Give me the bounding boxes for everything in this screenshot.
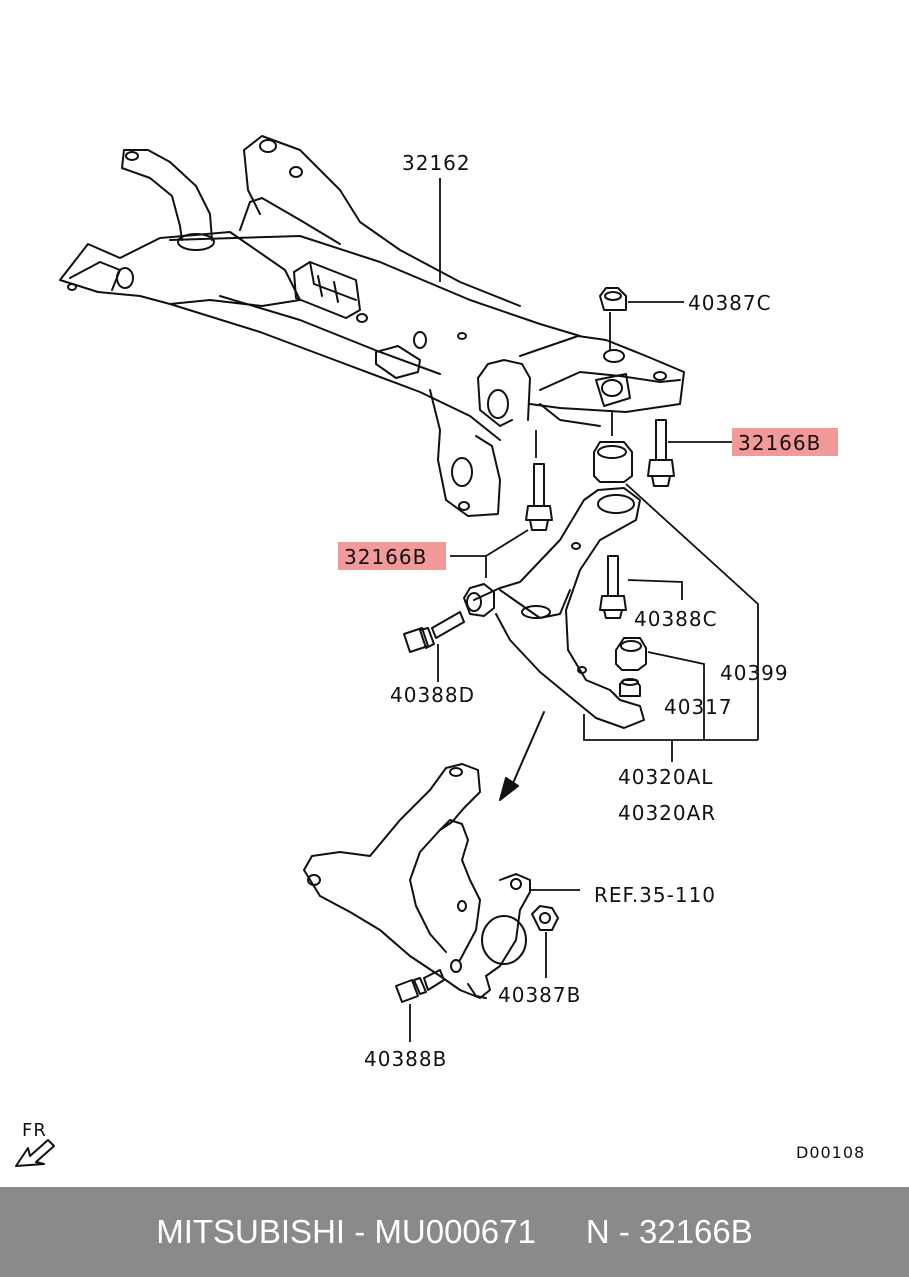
label-40320ar: 40320AR — [618, 801, 716, 825]
label-40387b: 40387B — [498, 983, 581, 1007]
bolt-40388d-drawing — [403, 611, 465, 653]
label-40388c: 40388C — [634, 607, 718, 631]
label-32166b-left: 32166B — [344, 545, 427, 569]
highlight-32166b-left — [338, 542, 446, 570]
assembly-arrow — [499, 711, 545, 801]
rear-bushing-drawing — [593, 441, 633, 483]
label-32166b-right: 32166B — [738, 431, 821, 455]
diagram-code: D00108 — [796, 1143, 865, 1162]
footer-ref-part: N - 32166B — [585, 1213, 753, 1250]
bolt-40388b-drawing — [395, 969, 445, 1003]
bolt-40388c-drawing — [599, 555, 627, 619]
nut-40317-drawing — [615, 637, 647, 671]
bolt-32166b-right-drawing — [647, 419, 675, 487]
lower-arm-drawing — [463, 487, 645, 729]
footer-brand-part: MITSUBISHI - MU000671 — [156, 1213, 536, 1250]
knuckle-drawing — [303, 763, 531, 999]
label-40320al: 40320AL — [618, 765, 713, 789]
nut-40387b-drawing — [531, 905, 559, 931]
label-40399: 40399 — [720, 661, 789, 685]
label-ref-35-110: REF.35-110 — [594, 883, 716, 907]
exploded-parts-diagram: 32162 40387C 32166B 32166B 40388C 40399 … — [15, 135, 865, 1167]
highlight-32166b-right — [732, 428, 838, 456]
fr-arrow-icon — [15, 1139, 55, 1167]
leader-lines — [409, 178, 759, 1042]
nut-40387c-drawing — [599, 287, 627, 311]
crossmember-drawing — [59, 135, 685, 517]
label-fr: FR — [22, 1120, 47, 1141]
bolt-32166b-left-drawing — [525, 463, 553, 531]
label-32162: 32162 — [402, 151, 471, 175]
label-40387c: 40387C — [688, 291, 772, 315]
footer-bar: MITSUBISHI - MU000671 N - 32166B — [0, 1187, 909, 1277]
label-40317: 40317 — [664, 695, 733, 719]
label-40388b: 40388B — [364, 1047, 447, 1071]
label-40388d: 40388D — [390, 683, 475, 707]
